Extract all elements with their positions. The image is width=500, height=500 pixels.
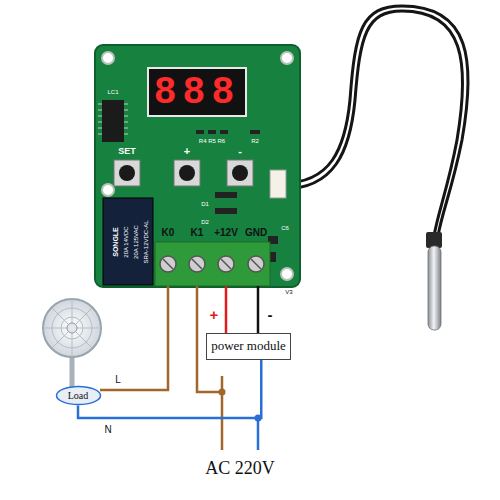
- button-label: -: [238, 146, 242, 157]
- chip-pins: [98, 104, 128, 134]
- relay-marking: SRA-12VDC-AL: [143, 220, 149, 263]
- screw-slots: [163, 259, 261, 269]
- display-digits: 888: [154, 74, 240, 112]
- led-display: [148, 68, 246, 116]
- wire-label: N: [104, 425, 111, 435]
- pcb: [95, 45, 300, 287]
- button-label: SET: [118, 147, 136, 156]
- terminal-label: K0: [162, 228, 175, 238]
- sensor-cable: [283, 6, 468, 236]
- ellipse-shape: [56, 386, 100, 404]
- wires: [100, 286, 258, 450]
- polarity-sign: +: [210, 307, 219, 322]
- supply-label: AC 220V: [205, 459, 275, 477]
- terminal-label: GND: [245, 228, 267, 238]
- sensor-connector: [270, 170, 286, 198]
- polarity-sign: -: [268, 307, 273, 322]
- chip: [102, 100, 124, 142]
- junction-dot: [219, 389, 226, 396]
- wire-connector: [78, 360, 261, 418]
- silkscreen-label: V3: [285, 289, 292, 295]
- silkscreen-label: D1: [201, 201, 209, 207]
- node-text: Load: [68, 390, 89, 401]
- module-box: power module: [206, 333, 291, 360]
- relay-marking: 20A 14VDC: [123, 226, 129, 257]
- relay: [103, 198, 153, 285]
- terminal-label: K1: [191, 228, 204, 238]
- terminal-block: [155, 242, 270, 286]
- fan-illustration: [43, 299, 101, 388]
- silkscreen-label: D2: [201, 219, 209, 225]
- push-buttons: [114, 160, 253, 186]
- button-label: +: [184, 146, 190, 157]
- terminal-label: +12V: [214, 228, 238, 238]
- wire-label: L: [115, 375, 121, 385]
- relay-marking: SONGLE: [112, 227, 119, 257]
- terminal-screws: [160, 256, 264, 272]
- silkscreen-label: LC1: [107, 89, 118, 95]
- silkscreen-label: R2: [251, 138, 259, 144]
- silkscreen-label: C6: [281, 225, 289, 231]
- silkscreen-label: R4 R5 R6: [199, 138, 225, 144]
- relay-marking: 20A 125VAC: [133, 225, 139, 259]
- node-text: power module: [211, 339, 286, 353]
- sensor-probe: [426, 232, 442, 330]
- load-ellipse: Load: [55, 385, 102, 406]
